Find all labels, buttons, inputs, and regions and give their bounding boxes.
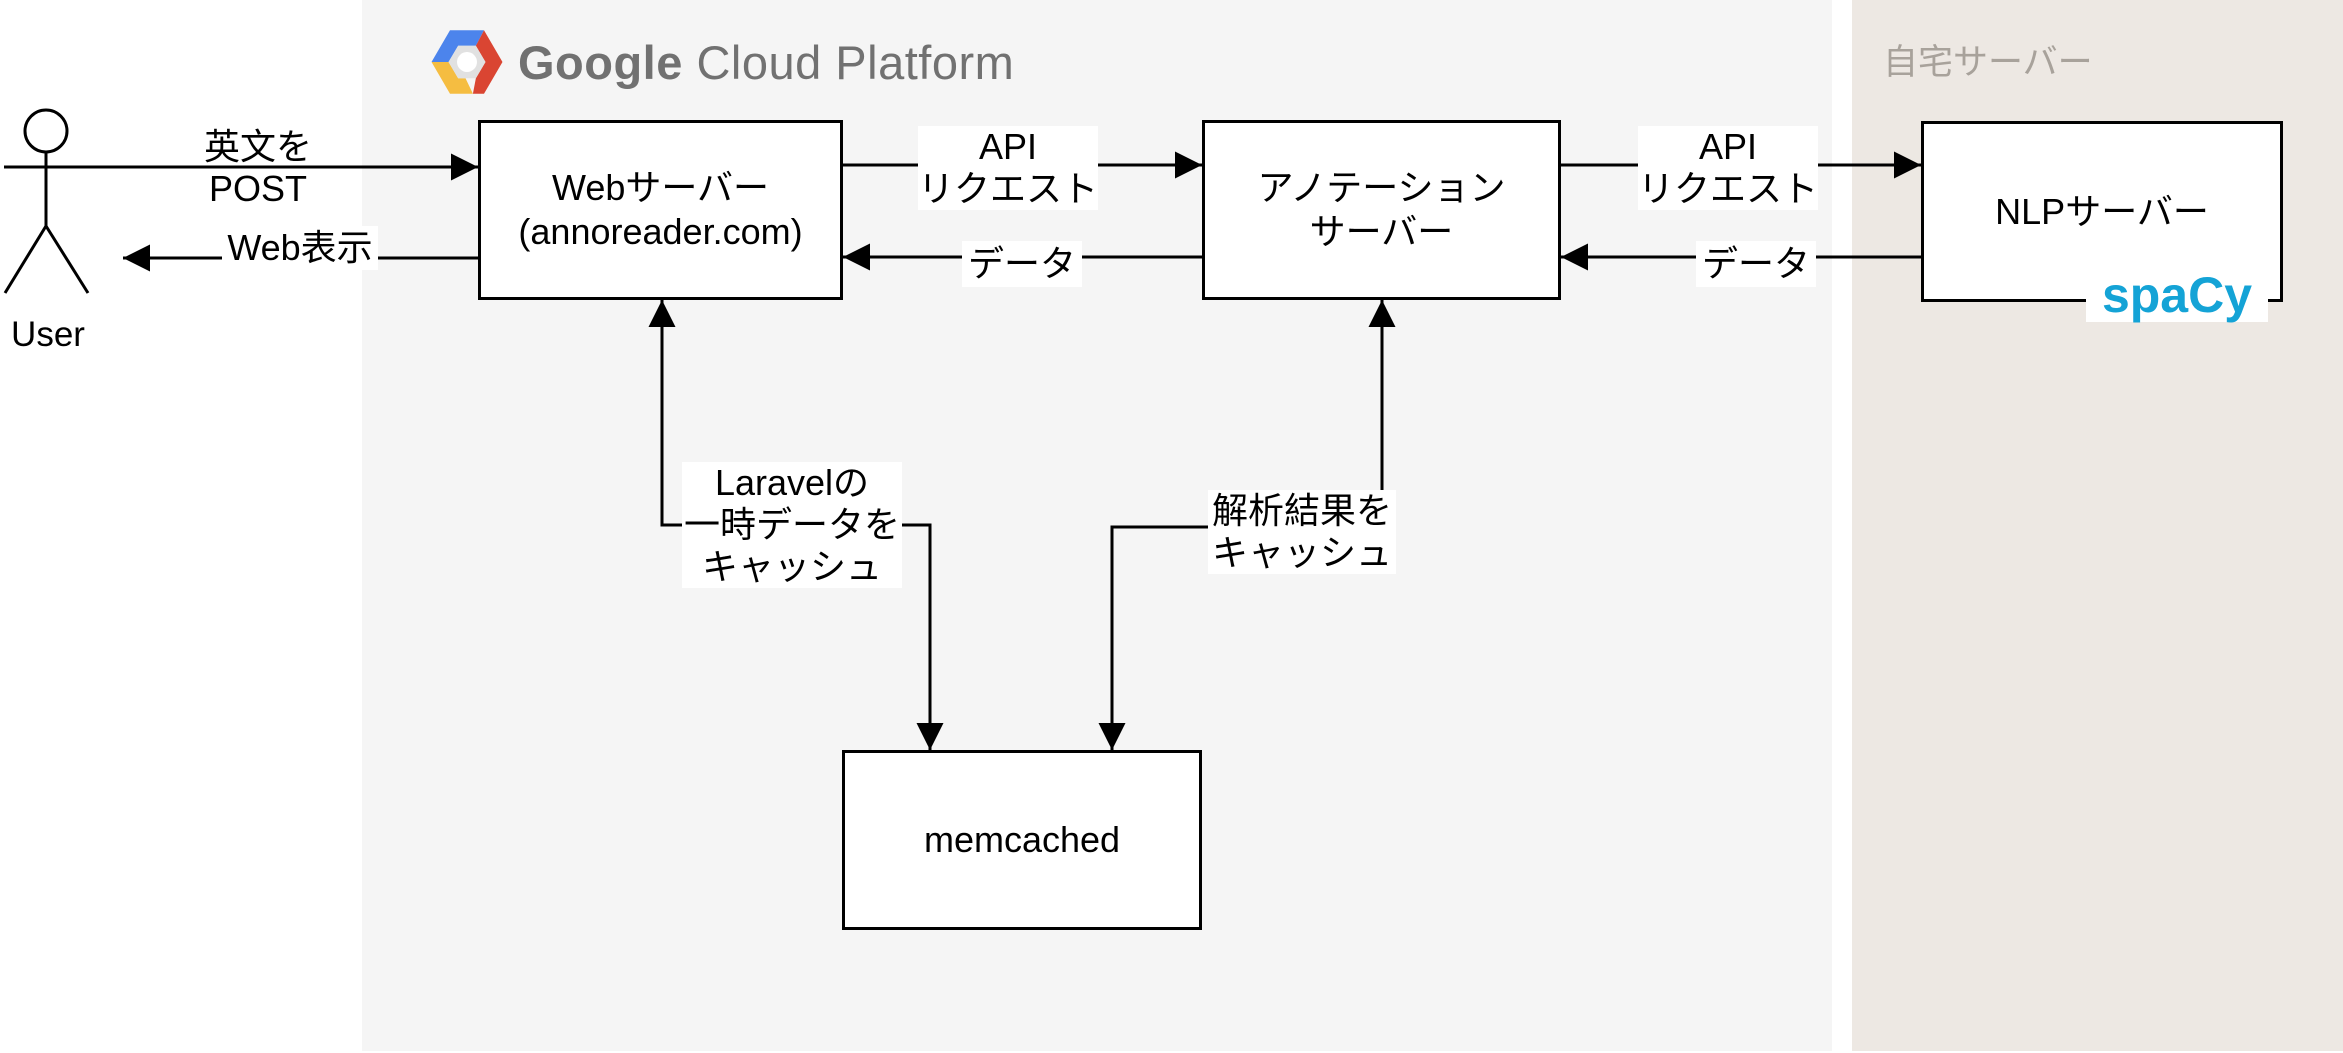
- edge-label-analysis-cache: 解析結果を キャッシュ: [1208, 490, 1396, 574]
- edge-label-web-display: Web表示: [222, 226, 378, 270]
- edge-label-data-2: データ: [1696, 241, 1816, 287]
- edge-label-laravel-line3: キャッシュ: [701, 546, 882, 587]
- memcached-name: memcached: [923, 819, 1121, 860]
- nlp-server-name: NLPサーバー: [1995, 190, 2209, 232]
- edge-label-laravel-cache: Laravelの 一時データを キャッシュ: [682, 462, 902, 588]
- gcp-title-bold: Google: [518, 35, 683, 89]
- edge-label-analysis-line2: キャッシュ: [1211, 532, 1392, 573]
- web-server-name: Webサーバー: [551, 167, 769, 208]
- edge-label-api-request-2: API リクエスト: [1638, 126, 1818, 210]
- gcp-title-rest: Cloud Platform: [682, 35, 1015, 89]
- google-cloud-logo-icon: [430, 28, 504, 96]
- annotation-server-node: アノテーション サーバー: [1202, 120, 1561, 300]
- user-actor-label: User: [11, 315, 85, 354]
- edge-label-data-1: データ: [962, 241, 1082, 287]
- annotation-server-name-line1: アノテーション: [1257, 167, 1506, 208]
- edge-label-laravel-line2: 一時データを: [683, 504, 900, 545]
- edge-label-laravel-line1: Laravelの: [714, 462, 870, 503]
- spacy-logo: spaCy: [2086, 268, 2268, 322]
- edge-label-post-line1: 英文を: [203, 126, 312, 167]
- edge-label-analysis-line1: 解析結果を: [1211, 490, 1392, 531]
- user-actor-icon: [3, 108, 90, 294]
- memcached-node: memcached: [842, 750, 1202, 930]
- home-region-title: 自宅サーバー: [1883, 43, 2093, 82]
- web-server-node: Webサーバー (annoreader.com): [478, 120, 843, 300]
- annotation-server-name-line2: サーバー: [1309, 211, 1454, 252]
- edge-label-api1-line1: API: [978, 126, 1038, 167]
- edge-label-api1-line2: リクエスト: [918, 168, 1099, 209]
- edge-label-post: 英文を POST: [158, 126, 358, 210]
- gcp-header: Google Cloud Platform: [430, 28, 1014, 96]
- edge-label-api2-line1: API: [1698, 126, 1758, 167]
- edge-label-api-request-1: API リクエスト: [918, 126, 1098, 210]
- edge-label-api2-line2: リクエスト: [1638, 168, 1819, 209]
- web-server-domain: (annoreader.com): [518, 211, 803, 252]
- gcp-region-title: Google Cloud Platform: [518, 35, 1014, 90]
- edge-label-post-line2: POST: [208, 168, 307, 209]
